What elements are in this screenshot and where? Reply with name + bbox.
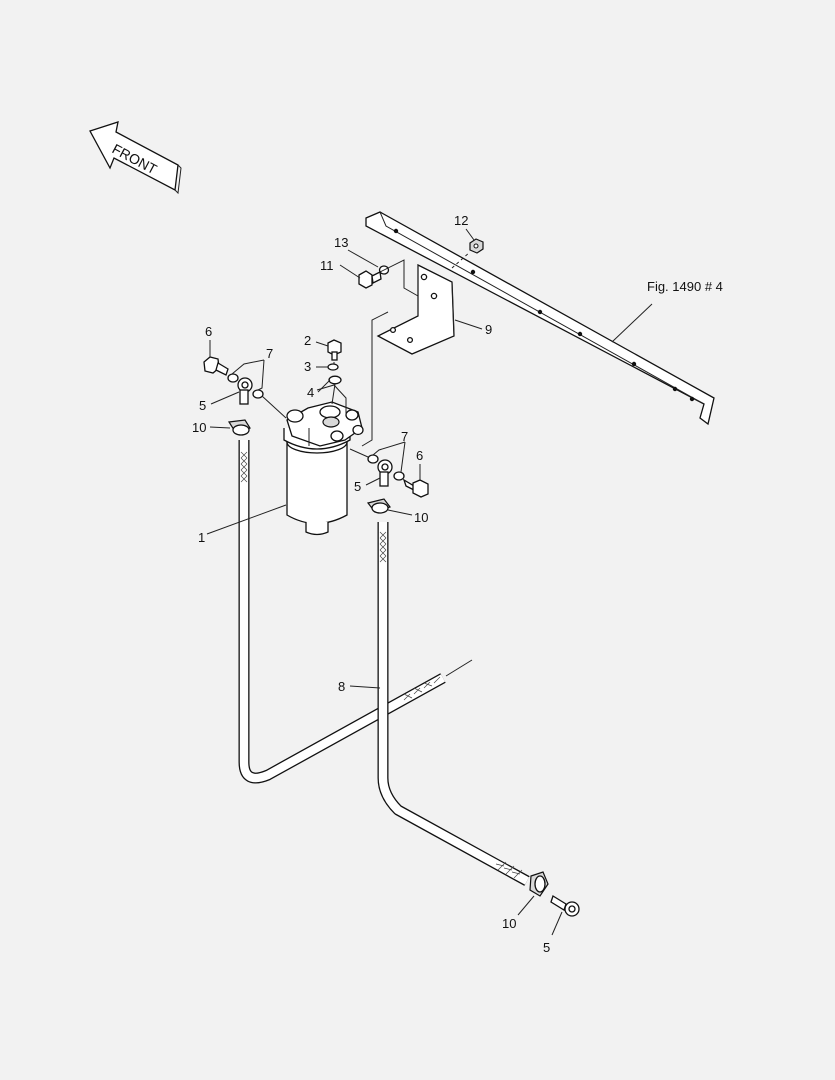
fuel-filter <box>283 401 364 536</box>
callout-10-bottom: 10 <box>502 916 516 931</box>
callout-labels: 1 2 3 4 5 5 5 6 6 7 7 8 9 10 10 10 11 12… <box>192 213 723 955</box>
washer-7-left-a <box>227 373 239 383</box>
callout-6-right: 6 <box>416 448 423 463</box>
callout-leaders <box>206 228 653 936</box>
callout-1: 1 <box>198 530 205 545</box>
callout-12: 12 <box>454 213 468 228</box>
callout-4: 4 <box>307 385 314 400</box>
banjo-fitting-5-left <box>237 377 253 405</box>
l-bracket <box>376 263 455 355</box>
hose-clamp-10-right <box>366 498 391 514</box>
callout-11: 11 <box>320 258 334 273</box>
washer-3 <box>327 363 339 371</box>
fuel-hose-8 <box>238 440 530 886</box>
washer-7-left-b <box>252 389 264 399</box>
hose-clamp-10-left <box>227 419 251 436</box>
banjo-fitting-5-right <box>377 459 393 487</box>
callout-6-left: 6 <box>205 324 212 339</box>
callout-5-right: 5 <box>354 479 361 494</box>
callout-8: 8 <box>338 679 345 694</box>
callout-10-left: 10 <box>192 420 206 435</box>
washer-7-right-a <box>367 454 379 464</box>
nut-12 <box>469 238 484 254</box>
front-direction-arrow: FRONT <box>89 121 182 195</box>
bolt-11 <box>358 270 382 289</box>
washer-4 <box>328 375 342 385</box>
callout-3: 3 <box>304 359 311 374</box>
banjo-bolt-6-right <box>402 478 429 498</box>
banjo-fitting-5-bottom <box>550 895 580 917</box>
callout-5-bottom: 5 <box>543 940 550 955</box>
callout-2: 2 <box>304 333 311 348</box>
figure-reference: Fig. 1490 # 4 <box>647 279 723 294</box>
callout-9: 9 <box>485 322 492 337</box>
bolt-2 <box>327 339 342 361</box>
callout-5-left: 5 <box>199 398 206 413</box>
hose-clamp-10-bottom <box>529 871 549 897</box>
callout-10-right: 10 <box>414 510 428 525</box>
leader-bracket <box>379 259 419 297</box>
banjo-bolt-6-left <box>203 356 229 376</box>
leader-bracket-mount <box>361 311 389 447</box>
callout-13: 13 <box>334 235 348 250</box>
callout-7-left: 7 <box>266 346 273 361</box>
washer-7-right-b <box>393 471 405 481</box>
mounting-rail <box>365 211 715 426</box>
callout-7-right: 7 <box>401 429 408 444</box>
